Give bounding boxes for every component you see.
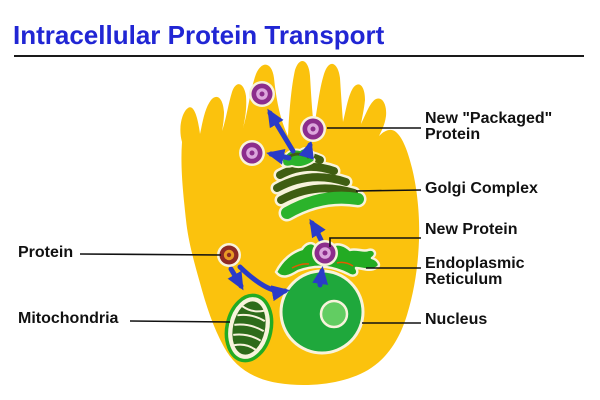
mitochondria-cristae bbox=[233, 305, 266, 351]
label-golgi-complex: Golgi Complex bbox=[425, 180, 538, 197]
arrow-nucleus-to-new-protein bbox=[312, 266, 329, 288]
golgi-cisterna-outer bbox=[281, 191, 364, 219]
label-protein: Protein bbox=[18, 244, 74, 261]
arrow-golgi-to-top-vesicle bbox=[267, 108, 296, 154]
transport-arrows bbox=[227, 108, 329, 302]
label-nucleus: Nucleus bbox=[425, 311, 488, 328]
mitochondria bbox=[224, 293, 274, 363]
golgi-cisterna bbox=[277, 184, 358, 204]
label-line-mitochondria bbox=[129, 320, 231, 323]
label-er-line2: Reticulum bbox=[425, 271, 503, 288]
label-line-protein bbox=[79, 253, 222, 256]
arrow-golgi-to-left-vesicle bbox=[266, 149, 292, 165]
label-line-golgi-complex bbox=[355, 189, 422, 192]
label-new-packaged-protein-line1: New "Packaged" bbox=[425, 110, 553, 127]
label-new-packaged-protein: New "Packaged" Protein bbox=[425, 111, 552, 143]
page-title: Intracellular Protein Transport bbox=[13, 20, 385, 50]
arrow-protein-to-mitochondria bbox=[227, 266, 244, 291]
arrow-golgi-to-right-vesicle bbox=[298, 140, 314, 160]
label-new-packaged-protein-line2: Protein bbox=[425, 126, 481, 143]
title-underline bbox=[14, 55, 584, 57]
vesicle-packaged-protein-right bbox=[300, 116, 326, 142]
arrow-protein-to-nucleus bbox=[237, 264, 290, 302]
arrow-new-protein-to-golgi bbox=[309, 218, 326, 243]
er-membrane-accent bbox=[291, 261, 354, 269]
golgi-cisterna bbox=[273, 173, 350, 192]
label-endoplasmic-reticulum: Endoplasmic Reticulum bbox=[425, 256, 525, 288]
nucleolus bbox=[319, 299, 349, 329]
vesicle-packaged-protein-top bbox=[249, 81, 275, 107]
vesicle-new-protein bbox=[312, 240, 338, 266]
label-mitochondria: Mitochondria bbox=[18, 310, 119, 327]
label-lines bbox=[79, 127, 422, 324]
golgi-cisterna bbox=[276, 162, 338, 179]
vesicle-packaged-protein-left bbox=[239, 140, 265, 166]
label-line-new-protein bbox=[329, 237, 421, 247]
protein-particle bbox=[217, 243, 241, 267]
label-new-protein: New Protein bbox=[425, 221, 518, 238]
label-er-line1: Endoplasmic bbox=[425, 255, 525, 272]
